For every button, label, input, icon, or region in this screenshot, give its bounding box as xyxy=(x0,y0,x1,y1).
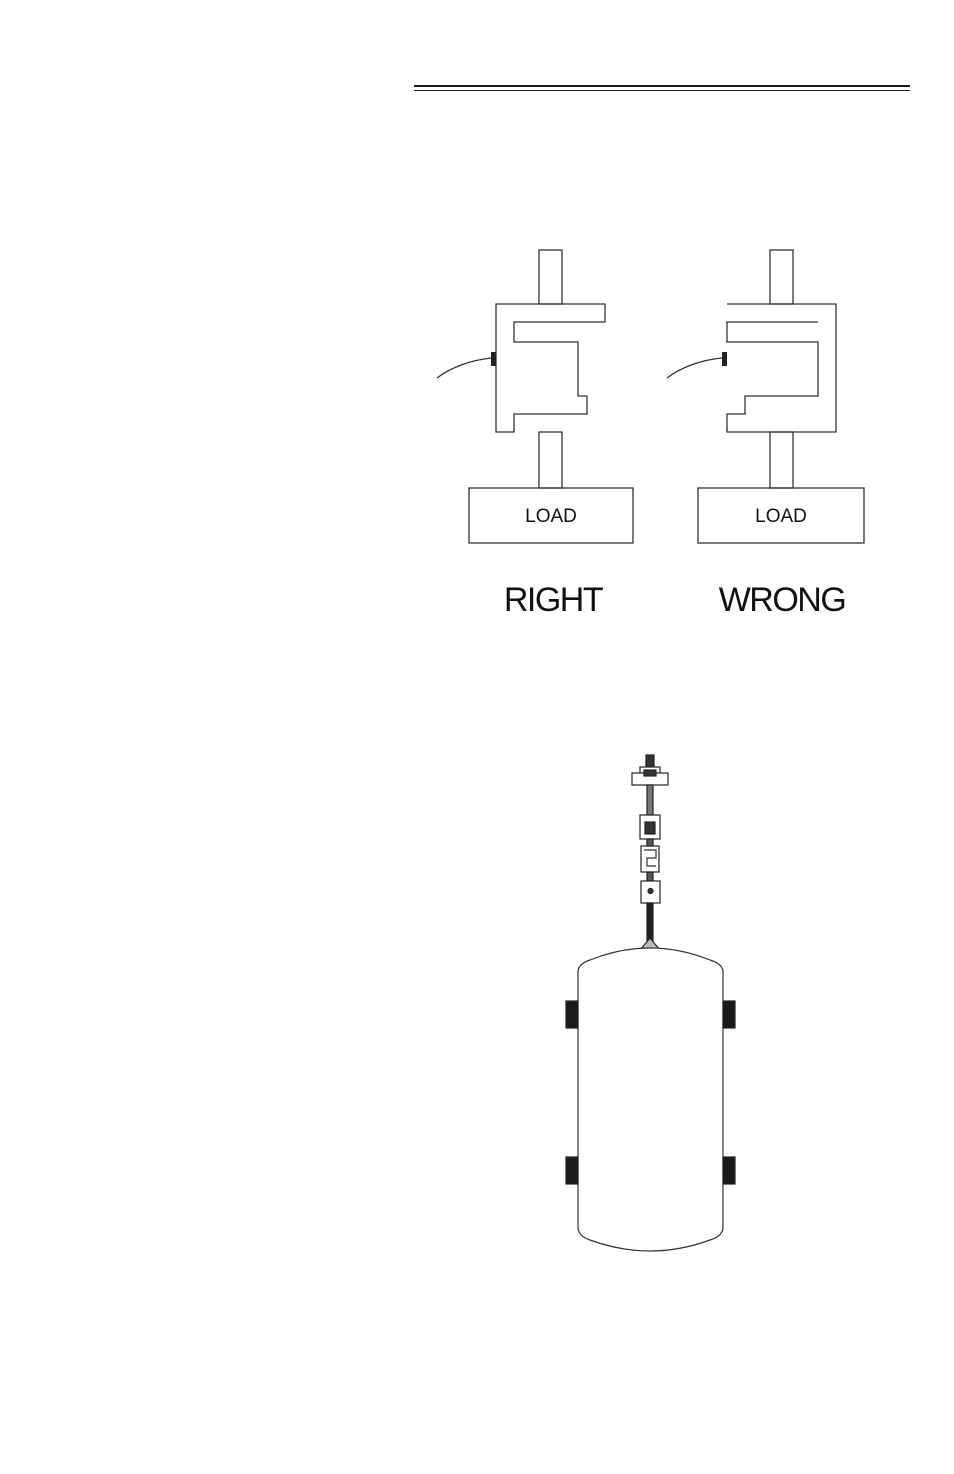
tank-leg-lower-left xyxy=(566,1157,578,1184)
tank-suspension-figure xyxy=(566,755,735,1251)
right-mounting-figure xyxy=(437,250,633,543)
tank-leg-upper-left xyxy=(566,1001,578,1028)
wrong-top-rod xyxy=(770,250,793,304)
wrong-load-label: LOAD xyxy=(755,506,807,527)
tank-leg-lower-right xyxy=(723,1157,735,1184)
tank-body xyxy=(578,948,723,1251)
lower-rod xyxy=(647,903,653,941)
right-cable-connector xyxy=(491,352,496,366)
right-s-beam-cell xyxy=(496,304,605,432)
wrong-cable-connector xyxy=(722,352,727,366)
wrong-mounting-figure xyxy=(667,250,864,543)
wrong-verdict-label: WRONG xyxy=(719,581,846,619)
right-load-label: LOAD xyxy=(525,506,577,527)
tank-leg-upper-right xyxy=(723,1001,735,1028)
wrong-bottom-rod xyxy=(770,432,793,488)
wrong-s-beam-cell xyxy=(727,304,836,432)
right-top-rod xyxy=(539,250,562,304)
right-verdict-label: RIGHT xyxy=(504,581,603,619)
right-bottom-rod xyxy=(539,432,562,488)
upper-rod xyxy=(647,785,653,815)
right-cable xyxy=(437,358,492,378)
wrong-cable xyxy=(667,358,722,378)
